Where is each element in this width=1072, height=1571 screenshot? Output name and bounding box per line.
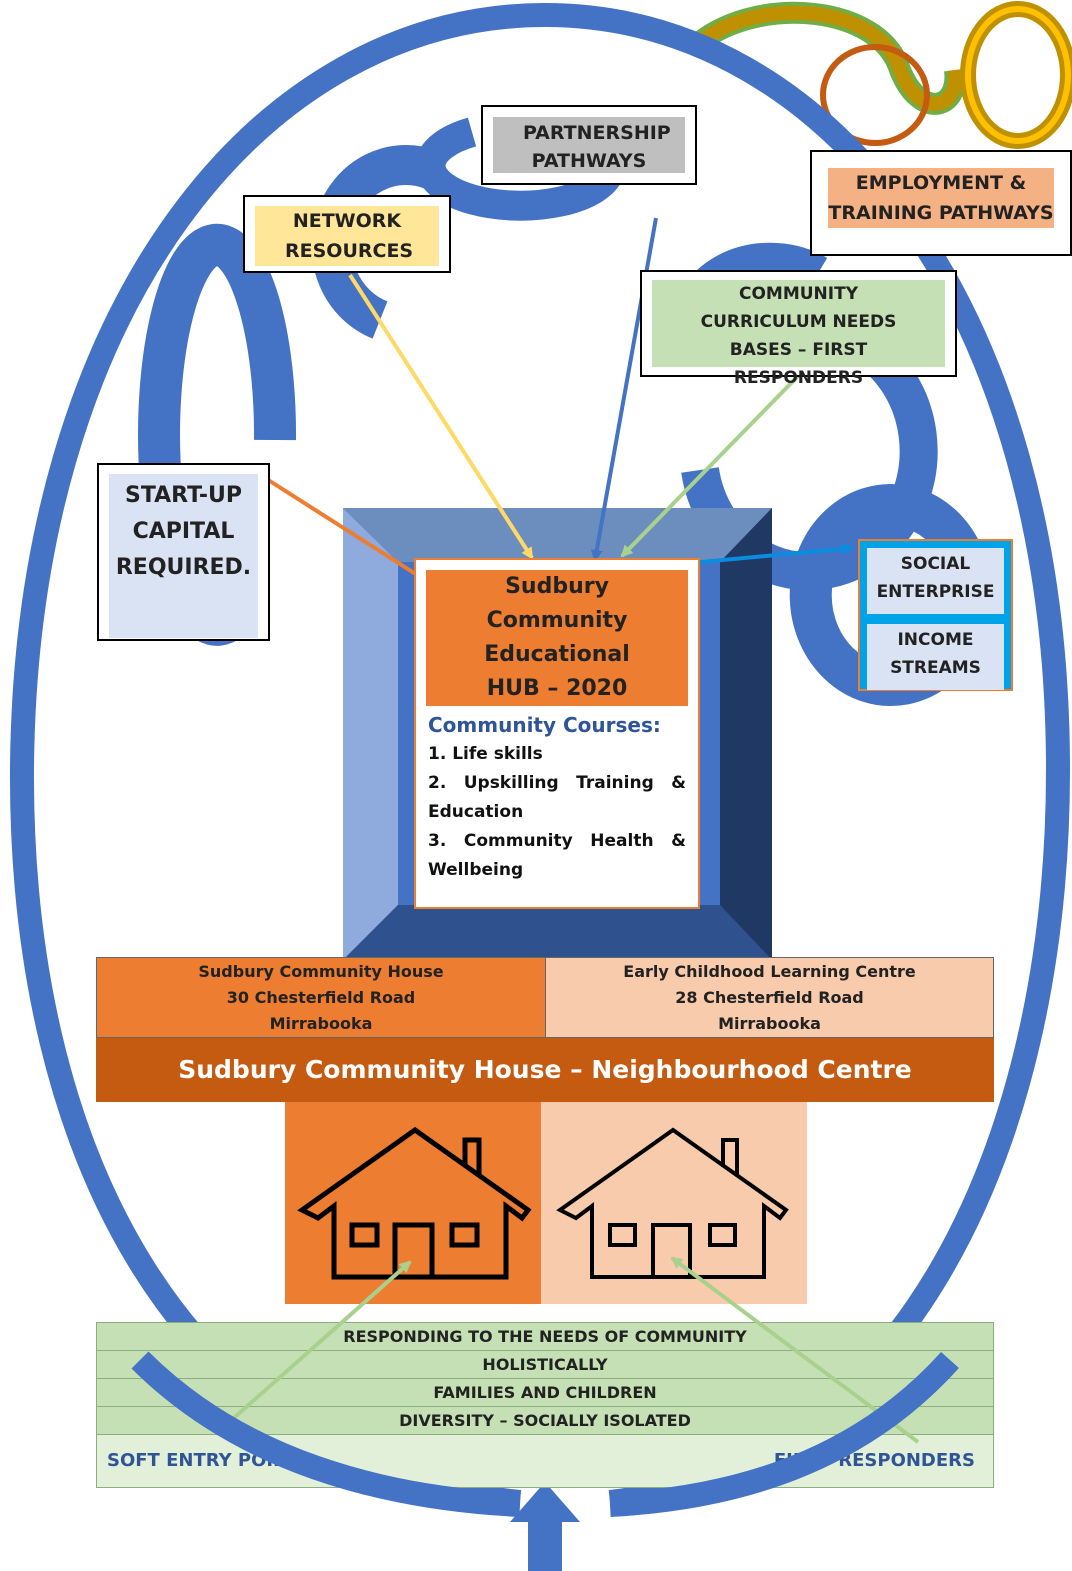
curriculum-arrow: [620, 372, 802, 558]
network-arrow: [348, 273, 534, 560]
neighbourhood-centre-banner: Sudbury Community House – Neighbourhood …: [96, 1038, 994, 1102]
house-icon: [556, 1127, 789, 1279]
employment-pathways-label: EMPLOYMENT & TRAINING PATHWAYS: [828, 168, 1054, 228]
courses-heading: Community Courses:: [428, 713, 661, 737]
startup-capital-label: START-UP CAPITAL REQUIRED.: [109, 474, 258, 638]
network-resources-label: NETWORK RESOURCES: [255, 206, 439, 266]
site-right-address: 28 Chesterfield Road: [675, 988, 864, 1007]
income-streams-label: INCOME STREAMS: [867, 624, 1004, 690]
needs-row: RESPONDING TO THE NEEDS OF COMMUNITY: [96, 1322, 994, 1350]
partnership-pathways-label: PARTNERSHIP PATHWAYS: [493, 117, 685, 173]
social-enterprise-label: SOCIAL ENTERPRISE: [867, 548, 1004, 614]
needs-row: DIVERSITY – SOCIALLY ISOLATED: [96, 1406, 994, 1434]
site-right: Early Childhood Learning Centre 28 Chest…: [545, 957, 994, 1038]
hub-title: Sudbury Community Educational HUB – 2020: [426, 570, 688, 706]
network-resources-box: NETWORK RESOURCES: [243, 195, 451, 273]
outer-cycle-arrow: [9, 2, 1071, 1514]
site-right-name: Early Childhood Learning Centre: [623, 962, 916, 981]
site-left: Sudbury Community House 30 Chesterfield …: [96, 957, 546, 1038]
needs-row: FAMILIES AND CHILDREN: [96, 1378, 994, 1406]
hub-card: Sudbury Community Educational HUB – 2020…: [414, 558, 700, 909]
site-left-name: Sudbury Community House: [198, 962, 444, 981]
community-curriculum-label: COMMUNITY CURRICULUM NEEDS BASES – FIRST…: [652, 280, 945, 388]
needs-row: HOLISTICALLY: [96, 1350, 994, 1378]
site-left-suburb: Mirrabooka: [269, 1014, 373, 1033]
course-item: 3. Community Health & Wellbeing: [428, 831, 686, 880]
house-icon: [297, 1126, 532, 1280]
community-curriculum-box: COMMUNITY CURRICULUM NEEDS BASES – FIRST…: [640, 270, 957, 388]
social-enterprise-panel: SOCIAL ENTERPRISE INCOME STREAMS: [858, 539, 1013, 691]
partnership-pathways-box: PARTNERSHIP PATHWAYS: [481, 105, 697, 185]
decorative-swirls: [693, 1, 1072, 149]
site-left-address: 30 Chesterfield Road: [226, 988, 416, 1007]
house-tile-left: [285, 1102, 542, 1304]
soft-entry-point-label: SOFT ENTRY POINT: [107, 1450, 301, 1471]
course-item: 2. Upskilling Training & Education: [428, 773, 686, 822]
site-right-suburb: Mirrabooka: [718, 1014, 821, 1033]
employment-pathways-box: EMPLOYMENT & TRAINING PATHWAYS: [810, 150, 1072, 256]
startup-capital-box: START-UP CAPITAL REQUIRED.: [97, 463, 270, 641]
soft-entry-arrow: [216, 1260, 412, 1434]
up-arrow-icon: [510, 1482, 580, 1571]
startup-arrow: [260, 474, 427, 582]
course-item: 1. Life skills: [428, 744, 543, 764]
